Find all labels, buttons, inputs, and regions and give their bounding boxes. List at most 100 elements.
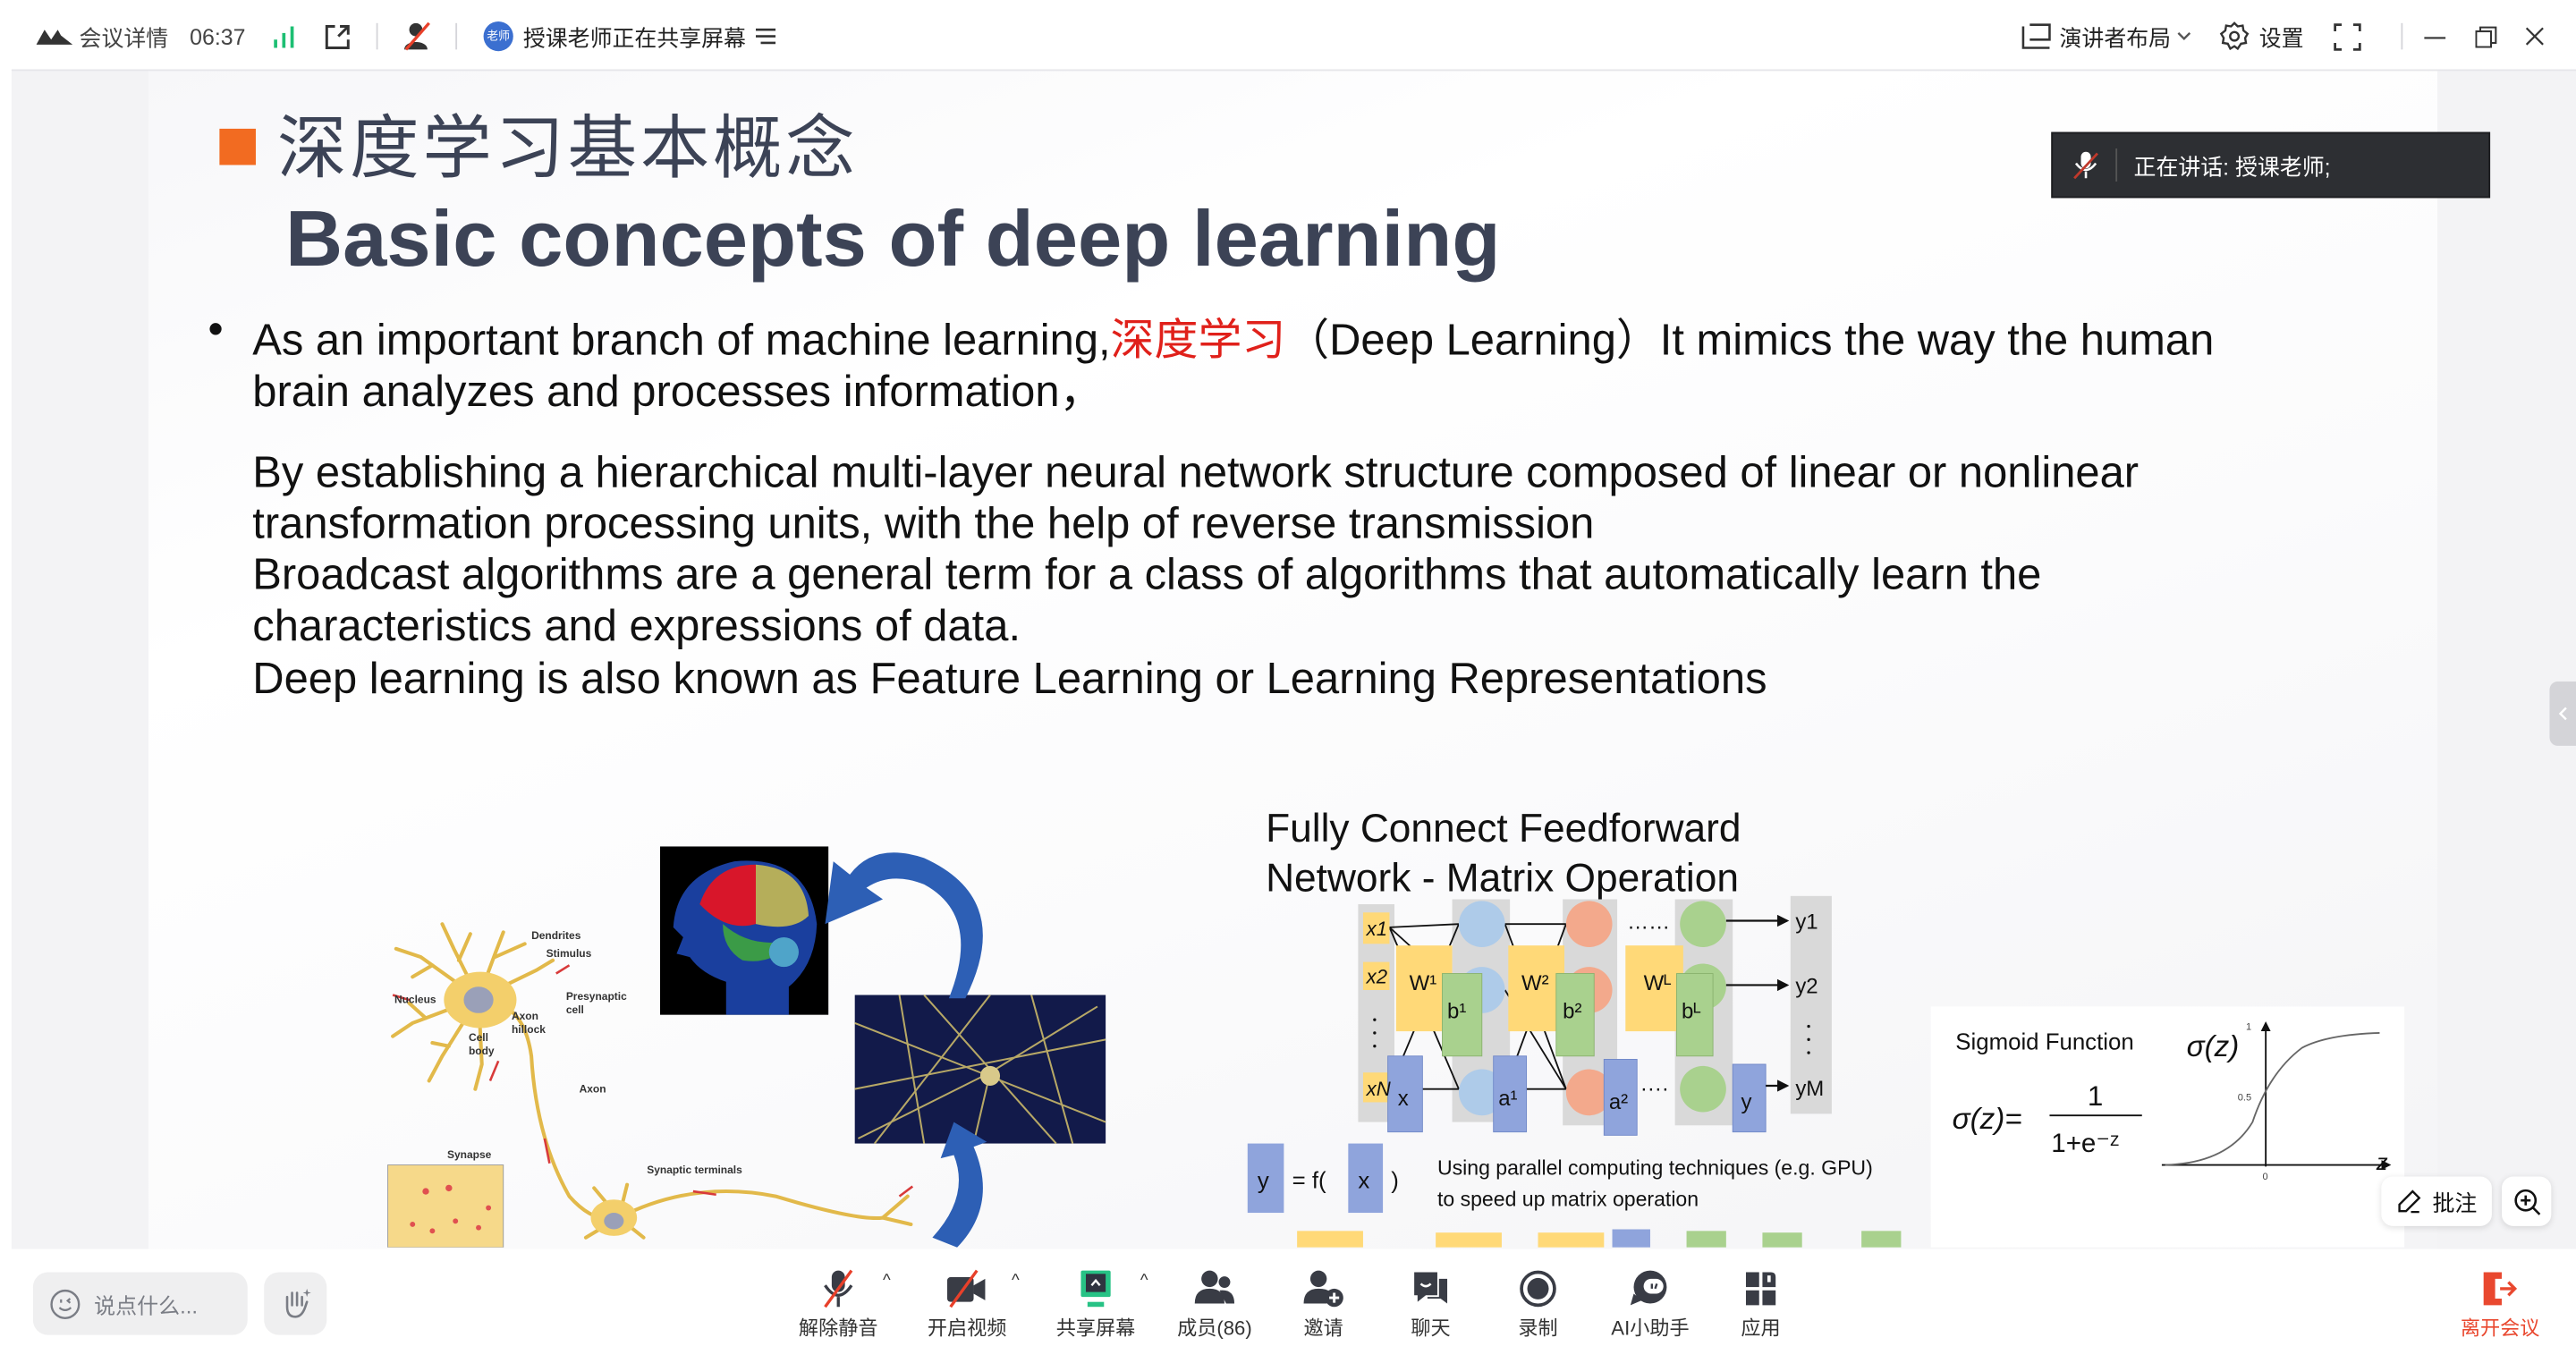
signal-icon[interactable] bbox=[272, 20, 295, 53]
slide-title-en: Basic concepts of deep learning bbox=[285, 196, 1501, 284]
output-y2: y2 bbox=[1795, 975, 1818, 999]
record-button[interactable]: 录制 bbox=[1480, 1269, 1596, 1342]
side-panel-toggle[interactable] bbox=[2549, 681, 2576, 746]
raise-hand-icon bbox=[285, 1288, 311, 1318]
active-speaker-text: 正在讲话: 授课老师; bbox=[2133, 155, 2331, 181]
apps-grid-icon bbox=[1745, 1272, 1776, 1306]
paragraph-line: characteristics and expressions of data. bbox=[252, 600, 1021, 650]
layout-label: 演讲者布局 bbox=[2059, 26, 2172, 52]
members-label: 成员(86) bbox=[1177, 1316, 1252, 1341]
bullet-text: （Deep Learning）It mimics the way the hum… bbox=[1285, 315, 2215, 365]
bias-b2: b² bbox=[1563, 999, 1581, 1023]
menu-list-icon[interactable] bbox=[755, 28, 776, 45]
paragraph-line: Broadcast algorithms are a general term … bbox=[252, 549, 2042, 599]
ai-assistant-label: AI小助手 bbox=[1611, 1316, 1690, 1341]
minimize-icon[interactable] bbox=[2424, 20, 2446, 53]
active-speaker-indicator: 正在讲话: 授课老师; bbox=[2051, 131, 2491, 199]
layout-dropdown[interactable]: 演讲者布局 bbox=[2021, 20, 2190, 53]
sigmoid-title: Sigmoid Function bbox=[1955, 1029, 2133, 1054]
emoji-icon bbox=[50, 1289, 80, 1319]
muted-user-icon[interactable] bbox=[401, 20, 434, 53]
chat-label: 聊天 bbox=[1411, 1316, 1451, 1341]
leave-meeting-button[interactable]: 离开会议 bbox=[2443, 1269, 2558, 1342]
meeting-details-label: 会议详情 bbox=[79, 26, 169, 52]
sigmoid-formula-lhs: σ(z)= bbox=[1953, 1103, 2022, 1136]
sharing-status-text: 授课老师正在共享屏幕 bbox=[522, 26, 746, 52]
paragraph-line: transformation processing units, with th… bbox=[252, 498, 1595, 548]
sigmoid-tick: 0.5 bbox=[2238, 1093, 2251, 1104]
sigmoid-formula-denominator: 1+e⁻ᶻ bbox=[2051, 1129, 2119, 1158]
activation-a1: a¹ bbox=[1498, 1087, 1517, 1111]
chat-button[interactable]: 聊天 bbox=[1373, 1269, 1488, 1342]
close-icon[interactable] bbox=[2525, 20, 2545, 53]
start-video-button[interactable]: 开启视频 bbox=[910, 1269, 1025, 1342]
chevron-down-icon bbox=[2176, 32, 2190, 41]
network-diagram: Fully Connect Feedforward Network - Matr… bbox=[1247, 807, 1902, 1248]
formula-y: y bbox=[1258, 1168, 1269, 1193]
apps-button[interactable]: 应用 bbox=[1703, 1269, 1818, 1342]
unmute-label: 解除静音 bbox=[798, 1316, 878, 1341]
layout-icon bbox=[2021, 23, 2051, 49]
settings-label: 设置 bbox=[2258, 26, 2304, 52]
restore-icon[interactable] bbox=[2475, 20, 2497, 53]
formula-function: = f( bbox=[1292, 1168, 1326, 1193]
input-x2: x2 bbox=[1366, 966, 1387, 988]
output-ym: yM bbox=[1795, 1077, 1824, 1101]
network-title: Fully Connect Feedforward bbox=[1266, 807, 1741, 851]
label-cell-body: Cell bbox=[469, 1031, 488, 1044]
vector-x: x bbox=[1398, 1087, 1409, 1111]
gpu-note: Using parallel computing techniques (e.g… bbox=[1437, 1156, 1873, 1180]
ai-assistant-button[interactable]: AI小助手 bbox=[1592, 1269, 1707, 1342]
zoom-in-icon bbox=[2513, 1188, 2540, 1215]
popout-share-icon[interactable] bbox=[324, 20, 352, 53]
bullet-line-2: brain analyzes and processes information… bbox=[252, 366, 1104, 416]
title-bar: 会议详情 06:37 老师 授课老师正在共享屏幕 演讲者布局 设置 bbox=[0, 0, 2576, 70]
gear-icon bbox=[2219, 21, 2250, 51]
annotate-label: 批注 bbox=[2432, 1191, 2478, 1216]
invite-button[interactable]: 邀请 bbox=[1266, 1269, 1381, 1342]
network-title: Network - Matrix Operation bbox=[1266, 856, 1739, 900]
label-axon-hillock: hillock bbox=[512, 1023, 546, 1036]
bullet-line-1: As an important branch of machine learni… bbox=[252, 303, 2214, 368]
bias-bl: bᴸ bbox=[1682, 999, 1701, 1023]
label-axon: Axon bbox=[580, 1082, 606, 1095]
bullet-text: As an important branch of machine learni… bbox=[252, 315, 1111, 365]
raise-hand-button[interactable] bbox=[264, 1272, 327, 1335]
meeting-timer: 06:37 bbox=[190, 23, 246, 49]
chat-icon bbox=[1414, 1272, 1448, 1304]
meeting-details-button[interactable]: 会议详情 bbox=[36, 20, 169, 53]
title-accent-square bbox=[219, 128, 256, 165]
share-screen-button[interactable]: 共享屏幕 bbox=[1038, 1269, 1153, 1342]
video-options-caret[interactable]: ^ bbox=[1011, 1272, 1020, 1291]
bullet-highlight: 深度学习 bbox=[1110, 315, 1286, 367]
meeting-toolbar: 说点什么... 解除静音 ^ 开启视频 ^ 共享屏幕 ^ 成员(86) 邀请 bbox=[0, 1249, 2576, 1363]
sigmoid-formula-numerator: 1 bbox=[2088, 1080, 2103, 1112]
settings-button[interactable]: 设置 bbox=[2219, 20, 2304, 53]
video-off-icon bbox=[947, 1269, 986, 1308]
chevron-left-icon bbox=[2558, 707, 2567, 721]
ai-assistant-icon bbox=[1630, 1270, 1667, 1306]
label-dendrites: Dendrites bbox=[531, 929, 581, 942]
label-cell-body: body bbox=[469, 1045, 495, 1057]
members-button[interactable]: 成员(86) bbox=[1157, 1269, 1272, 1342]
activation-a2: a² bbox=[1609, 1090, 1628, 1114]
apps-label: 应用 bbox=[1741, 1316, 1781, 1341]
fullscreen-icon[interactable] bbox=[2334, 20, 2361, 53]
share-options-caret[interactable]: ^ bbox=[1140, 1272, 1148, 1291]
zoom-in-button[interactable] bbox=[2501, 1176, 2552, 1226]
chat-quick-input[interactable]: 说点什么... bbox=[32, 1272, 248, 1335]
bullet-dot: • bbox=[208, 303, 224, 353]
leave-meeting-label: 离开会议 bbox=[2460, 1316, 2540, 1341]
weight-w1: W¹ bbox=[1410, 971, 1437, 995]
presenter-avatar: 老师 bbox=[483, 21, 513, 52]
slide-diagrams: Dendrites Stimulus Nucleus Presynaptic c… bbox=[387, 807, 2405, 1248]
pen-icon bbox=[2398, 1189, 2421, 1214]
record-icon bbox=[1520, 1270, 1556, 1308]
neural-network-image bbox=[854, 994, 1106, 1145]
label-synaptic-terminals: Synaptic terminals bbox=[647, 1164, 742, 1176]
mic-off-icon bbox=[824, 1269, 853, 1308]
annotate-button[interactable]: 批注 bbox=[2381, 1176, 2492, 1226]
neuron-diagram: Dendrites Stimulus Nucleus Presynaptic c… bbox=[387, 922, 914, 1248]
audio-options-caret[interactable]: ^ bbox=[883, 1272, 891, 1291]
unmute-button[interactable]: 解除静音 bbox=[781, 1269, 896, 1342]
